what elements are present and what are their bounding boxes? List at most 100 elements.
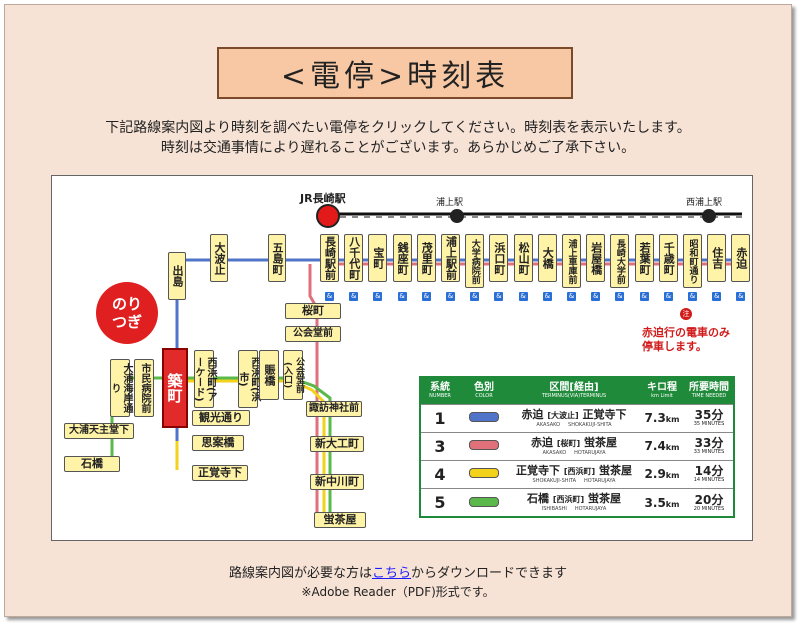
accessible-icon: & <box>615 292 625 301</box>
accessible-icon: & <box>542 292 552 301</box>
accessible-icon: & <box>494 292 504 301</box>
stop-akasako[interactable]: 赤迫 <box>731 234 751 282</box>
stop-wakaba-machi[interactable]: 若葉町 <box>634 234 654 282</box>
download-line: 路線案内図が必要な方はこちらからダウンロードできます <box>5 562 791 581</box>
legend-km: 3.5km <box>639 488 685 516</box>
accessible-icon: & <box>591 292 601 301</box>
stop-nagasaki-daigaku-mae[interactable]: 長崎大学前 <box>610 234 630 288</box>
stop-tsukimachi[interactable]: 築町 <box>162 348 188 428</box>
accessible-icon: & <box>688 292 697 301</box>
transfer-text-1: のり <box>111 295 142 313</box>
transfer-badge: のり つぎ <box>96 282 158 344</box>
legend-number: 4 <box>421 459 459 489</box>
stop-urakami-shako-mae[interactable]: 浦上車庫前 <box>562 234 581 288</box>
stop-ishibashi[interactable]: 石橋 <box>64 456 120 472</box>
stop-nishihamanomachi-hamaichi[interactable]: 西浜町(浜市) <box>237 350 260 408</box>
legend-number: 1 <box>421 403 459 433</box>
jr-nishiurakami-station-dot <box>702 209 716 223</box>
stop-shokakuji-shita[interactable]: 正覚寺下 <box>192 465 248 481</box>
stop-shianbashi[interactable]: 思案橋 <box>192 435 244 451</box>
stop-iwayabashi[interactable]: 岩屋橋 <box>586 234 606 282</box>
legend-km: 7.4km <box>639 431 685 461</box>
stop-takara-machi[interactable]: 宝町 <box>368 234 388 282</box>
accessible-icon: & <box>446 292 455 301</box>
accessible-icon: & <box>397 292 407 301</box>
download-text-post: からダウンロードできます <box>411 566 568 581</box>
stop-gotomachi[interactable]: 五島町 <box>268 234 286 282</box>
stop-mori-machi[interactable]: 茂里町 <box>416 234 436 282</box>
note-mark-icon: 注 <box>680 308 692 320</box>
legend-number: 3 <box>421 431 459 461</box>
accessible-icon: & <box>470 292 480 301</box>
stop-kokaidomae[interactable]: 公会堂前 <box>285 326 341 342</box>
legend-color <box>459 431 509 461</box>
page-title-box: <電停>時刻表 <box>217 47 573 99</box>
accessible-icon: & <box>325 292 334 301</box>
stop-matsuyama-machi[interactable]: 松山町 <box>513 234 533 282</box>
stop-sakuramachi[interactable]: 桜町 <box>285 303 341 319</box>
stop-sumiyoshi[interactable]: 住吉 <box>707 234 727 282</box>
accessible-icon: & <box>567 292 576 301</box>
stop-chitose-machi[interactable]: 千歳町 <box>658 234 678 282</box>
note-text: 赤迫行の電車のみ 停車します。 <box>642 326 730 354</box>
accessible-icon: & <box>663 292 673 301</box>
route-map: JR長崎駅 浦上駅 西浦上駅 長崎駅前&八千代町&宝町&銭座町&茂里町&浦上駅前… <box>51 175 753 541</box>
legend-km: 2.9km <box>639 459 685 489</box>
stop-zenza-machi[interactable]: 銭座町 <box>392 234 412 282</box>
stop-kokaidomae-entrance[interactable]: 公会堂前(入口) <box>282 350 304 400</box>
stop-oura-tenshudo[interactable]: 大浦天主堂下 <box>64 423 134 439</box>
intro-line-2: 時刻は交通事情により遅れることがございます。あらかじめご了承下さい。 <box>160 140 636 156</box>
legend-color-bar <box>469 496 499 507</box>
stop-kanko-dori[interactable]: 観光通り <box>192 410 250 426</box>
transfer-text-2: つぎ <box>111 313 142 331</box>
accessible-icon: & <box>639 292 649 301</box>
stop-oura-kaigan[interactable]: 大浦海岸通り <box>109 359 132 417</box>
stop-shinnakagawa-machi[interactable]: 新中川町 <box>310 474 364 490</box>
stop-ohashi[interactable]: 大橋 <box>537 234 557 282</box>
stop-urakami-ekimae[interactable]: 浦上駅前 <box>441 234 460 282</box>
legend-color <box>459 403 509 433</box>
stop-nishihamanomachi-arcade[interactable]: 西浜町(アーケード) <box>193 350 216 408</box>
accessible-icon: & <box>518 292 528 301</box>
accessible-icon: & <box>712 292 722 301</box>
stop-suwajinja-mae[interactable]: 諏訪神社前 <box>306 401 362 417</box>
stop-hamaguchi-machi[interactable]: 浜口町 <box>489 234 509 282</box>
stop-shindaiku-machi[interactable]: 新大工町 <box>310 436 364 452</box>
legend-km: 7.3km <box>639 403 685 433</box>
stop-nigiwaibashi[interactable]: 賑橋 <box>259 350 279 400</box>
stop-nagasaki-ekimae[interactable]: 長崎駅前 <box>320 234 339 282</box>
jr-nagasaki-station-dot <box>316 204 340 228</box>
stop-daigaku-byoin-mae[interactable]: 大学病院前 <box>465 234 485 288</box>
stop-yachiyo-machi[interactable]: 八千代町 <box>344 234 364 282</box>
stop-showa-machi-dori[interactable]: 昭和町通り <box>683 234 702 288</box>
legend-color <box>459 459 509 489</box>
stop-hotarujaya[interactable]: 蛍茶屋 <box>314 512 366 528</box>
stop-shimin-byoin[interactable]: 市民病院前 <box>134 359 154 417</box>
download-link[interactable]: こちら <box>371 566 411 581</box>
page-frame: <電停>時刻表 下記路線案内図より時刻を調べたい電停をクリックしてください。時刻… <box>4 4 792 617</box>
stop-dejima[interactable]: 出島 <box>168 252 186 300</box>
jr-nishiurakami-label: 西浦上駅 <box>686 198 723 208</box>
accessible-icon: & <box>349 292 359 301</box>
stop-ohato[interactable]: 大波止 <box>210 234 228 282</box>
download-text-pre: 路線案内図が必要な方は <box>228 566 372 581</box>
accessible-icon: & <box>736 292 746 301</box>
legend-color-bar <box>469 468 499 479</box>
jr-urakami-label: 浦上駅 <box>436 198 464 208</box>
legend-header-section: 区間[経由]TERMINUS(VIA)TERMINUS <box>509 378 639 404</box>
legend-number: 5 <box>421 488 459 516</box>
